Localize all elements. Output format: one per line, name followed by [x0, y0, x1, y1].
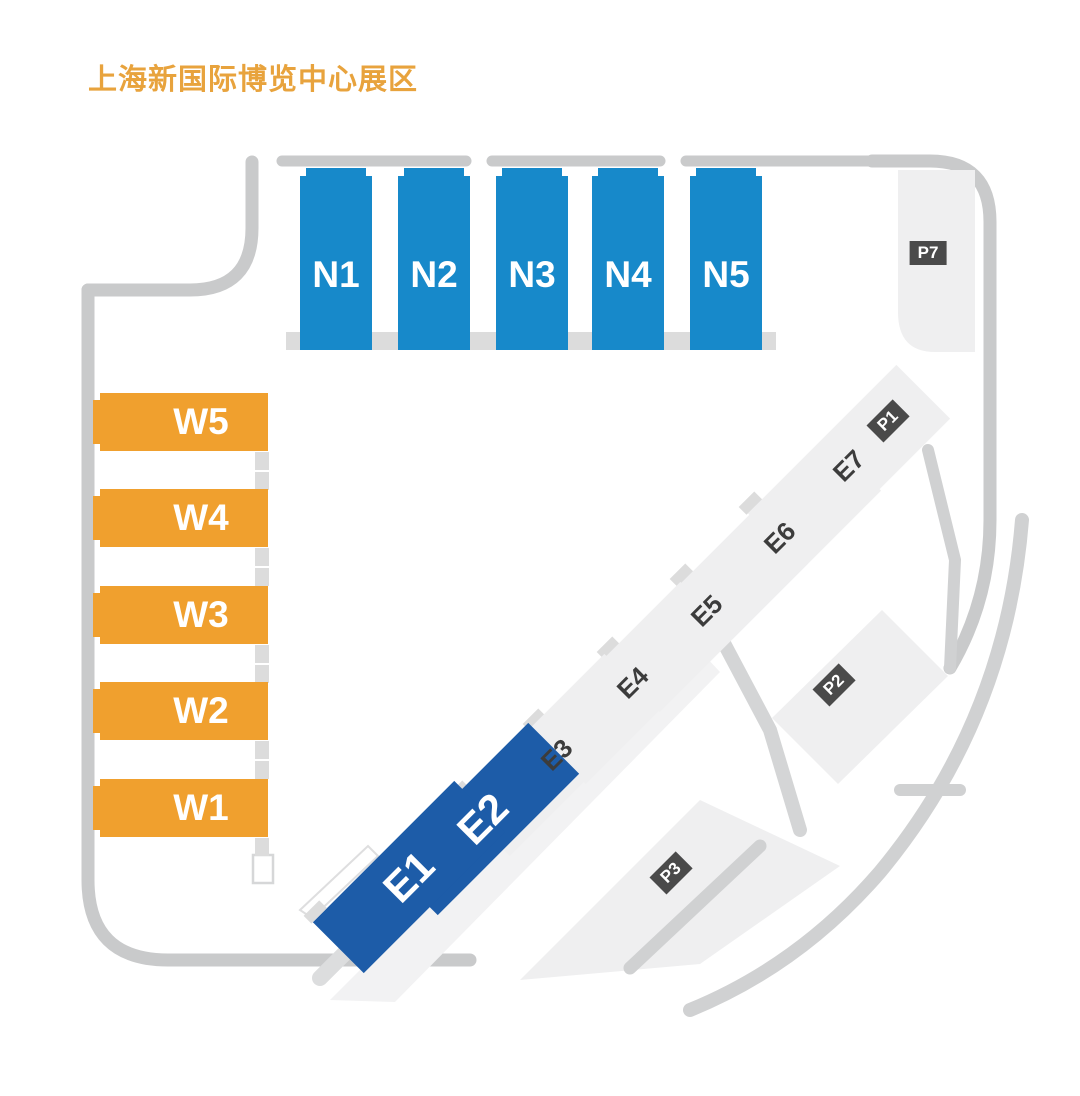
north-hall-top-notch-n5: [696, 168, 756, 177]
west-hall-body-w4[interactable]: [100, 489, 268, 547]
road-p3-south: [623, 839, 767, 975]
north-hall-top-notch-n2: [404, 168, 464, 177]
west-hall-body-w5[interactable]: [100, 393, 268, 451]
road-east-outer-arc: [683, 513, 1029, 1017]
west-hall-body-w1[interactable]: [100, 779, 268, 837]
parking-badge-p7[interactable]: P7: [909, 241, 947, 265]
small-structure-south-w1: [251, 853, 275, 885]
east-hall-notch-e6: [669, 563, 694, 587]
north-hall-body-n1[interactable]: [300, 176, 372, 350]
north-hall-connector-right-n5: [762, 332, 776, 350]
east-hall-notch-e1: [303, 900, 327, 924]
west-hall-body-w2[interactable]: [100, 682, 268, 740]
north-hall-n5[interactable]: [676, 168, 776, 350]
north-hall-connector-left-n1: [286, 332, 300, 350]
north-hall-n4[interactable]: [578, 168, 678, 350]
north-hall-top-notch-n1: [306, 168, 366, 177]
north-hall-connector-left-n2: [384, 332, 398, 350]
parking-area-p2: [772, 610, 948, 784]
north-hall-top-notch-n4: [598, 168, 658, 177]
road-northeast-corner: [865, 154, 997, 675]
west-connector-strip: [255, 452, 269, 856]
west-halls-group: [93, 393, 268, 837]
road-outer-west: [81, 283, 477, 967]
road-northwest-corner: [81, 155, 259, 297]
west-hall-left-notch-w2: [93, 689, 101, 733]
west-hall-left-notch-w1: [93, 786, 101, 830]
east-hall-notch-e5: [596, 636, 621, 660]
north-halls-group: [286, 168, 776, 350]
north-hall-connector-left-n4: [578, 332, 592, 350]
north-hall-n1[interactable]: [286, 168, 386, 350]
north-hall-n3[interactable]: [482, 168, 582, 350]
north-hall-connector-right-n4: [664, 332, 678, 350]
north-hall-connector-right-n2: [470, 332, 484, 350]
north-hall-n2[interactable]: [384, 168, 484, 350]
west-hall-body-w3[interactable]: [100, 586, 268, 644]
west-hall-w5[interactable]: [93, 393, 268, 451]
page-title: 上海新国际博览中心展区: [88, 64, 419, 96]
west-hall-w3[interactable]: [93, 586, 268, 644]
west-hall-w2[interactable]: [93, 682, 268, 740]
north-hall-body-n4[interactable]: [592, 176, 664, 350]
north-hall-connector-left-n3: [482, 332, 496, 350]
east-hall-notch-e7: [738, 491, 763, 515]
west-hall-left-notch-w3: [93, 593, 101, 637]
west-hall-left-notch-w5: [93, 400, 101, 444]
north-hall-top-notch-n3: [502, 168, 562, 177]
road-east-connector-upper: [922, 444, 962, 674]
north-hall-connector-left-n5: [676, 332, 690, 350]
north-hall-body-n2[interactable]: [398, 176, 470, 350]
east-hall-e1[interactable]: [303, 773, 506, 975]
west-hall-w4[interactable]: [93, 489, 268, 547]
east-hall-body-e1[interactable]: [312, 780, 506, 974]
north-hall-connector-right-n1: [372, 332, 386, 350]
north-hall-body-n5[interactable]: [690, 176, 762, 350]
west-hall-w1[interactable]: [93, 779, 268, 837]
west-hall-left-notch-w4: [93, 496, 101, 540]
north-hall-body-n3[interactable]: [496, 176, 568, 350]
